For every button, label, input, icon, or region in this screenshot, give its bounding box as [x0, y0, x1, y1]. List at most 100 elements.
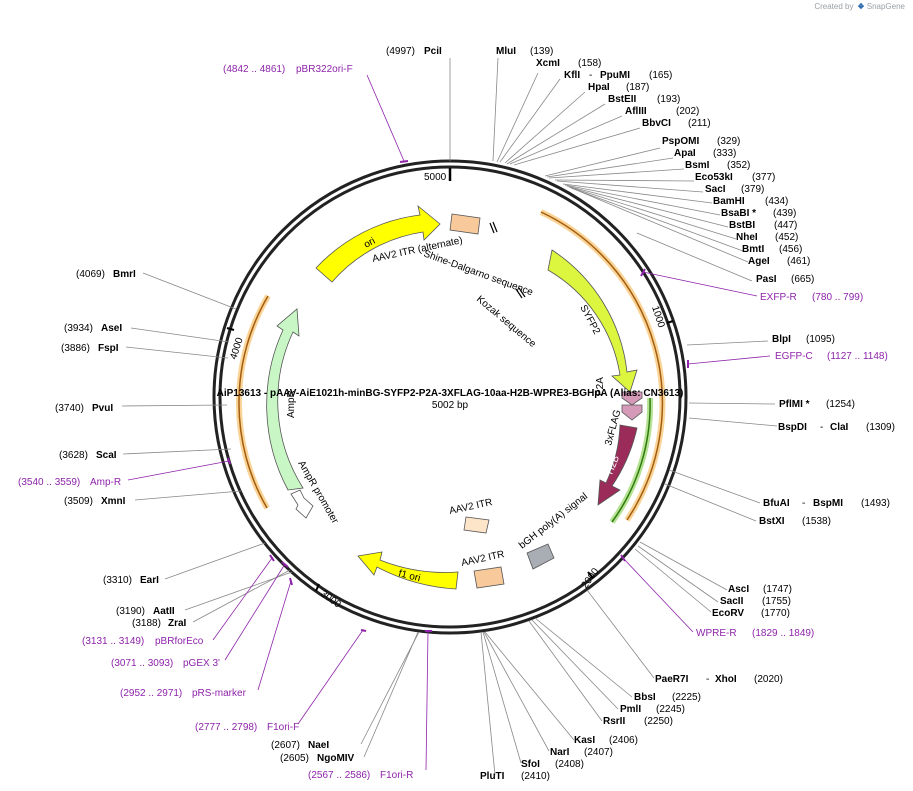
feature-shine-dalgarno-mark[interactable] — [492, 221, 498, 233]
enzyme-name[interactable]: SacI — [705, 184, 726, 195]
enzyme-name[interactable]: Eco53kI — [695, 172, 733, 183]
primer-name[interactable]: pRS-marker — [192, 688, 247, 699]
enzyme-pos: (447) — [774, 220, 797, 231]
enzyme-name[interactable]: AseI — [101, 323, 122, 334]
enzyme-name[interactable]: BbvCI — [642, 118, 671, 129]
enzyme-name[interactable]: BmtI — [742, 244, 764, 255]
feature-h2b-arrow[interactable] — [597, 424, 638, 506]
feature-ampr-promoter[interactable] — [290, 489, 314, 519]
enzyme-pos: (456) — [779, 244, 802, 255]
enzyme-name[interactable]: NaeI — [308, 740, 329, 751]
enzyme-name[interactable]: NgoMIV — [317, 753, 355, 764]
enzyme-name[interactable]: KasI — [574, 735, 595, 746]
enzyme-name[interactable]: BlpI — [772, 334, 791, 345]
enzyme-name[interactable]: BamHI — [713, 196, 745, 207]
enzyme-pos: (3188) — [132, 618, 161, 629]
enzyme-name[interactable]: PvuI — [92, 403, 113, 414]
enzyme-pos: (3310) — [103, 575, 132, 586]
enzyme-name[interactable]: RsrII — [603, 716, 625, 727]
enzyme-name[interactable]: AatII — [153, 606, 175, 617]
primer-name[interactable]: EXFP-R — [760, 292, 797, 303]
enzyme-name[interactable]: BbsI — [634, 692, 656, 703]
primer-name[interactable]: F1ori-F — [267, 722, 299, 733]
enzyme-name[interactable]: AflIII — [625, 106, 647, 117]
enzyme-name[interactable]: BsaBI * — [721, 208, 756, 219]
enzyme-name[interactable]: BstBI — [729, 220, 755, 231]
enzyme-name[interactable]: BfuAI — [763, 498, 790, 509]
primer-range: (4842 .. 4861) — [223, 64, 285, 75]
primer-range: (2952 .. 2971) — [120, 688, 182, 699]
enzyme-pos: (1254) — [826, 399, 855, 410]
enzyme-name[interactable]: PaeR7I — [655, 674, 689, 685]
enzyme-name-alt[interactable]: XhoI — [715, 674, 737, 685]
enzyme-name-alt[interactable]: BspMI — [813, 498, 843, 509]
enzyme-name[interactable]: BstXI — [759, 516, 785, 527]
enzyme-pos: (1309) — [866, 422, 895, 433]
enzyme-name[interactable]: SfoI — [521, 759, 540, 770]
feature-ori-arrow[interactable] — [315, 204, 441, 283]
feature-ampr-arrow[interactable] — [266, 308, 304, 491]
primer-name[interactable]: Amp-R — [90, 477, 121, 488]
enzyme-pos: (439) — [773, 208, 796, 219]
enzyme-name[interactable]: BsmI — [685, 160, 710, 171]
enzyme-labels: (4997) PciI MluI (139) XcmI (158) KflI -… — [55, 46, 895, 782]
feature-aav2-itr-middle[interactable] — [463, 516, 490, 534]
enzyme-name[interactable]: BmrI — [113, 269, 136, 280]
enzyme-name[interactable]: PflMI * — [779, 399, 810, 410]
feature-shine-dalgarno-mark-2 — [489, 222, 495, 234]
enzyme-name[interactable]: ApaI — [674, 148, 696, 159]
feature-aav2-itr-lower-label: AAV2 ITR — [460, 549, 505, 569]
enzyme-name[interactable]: ScaI — [96, 450, 117, 461]
enzyme-name[interactable]: AscI — [728, 584, 749, 595]
enzyme-name[interactable]: EcoRV — [712, 608, 744, 619]
enzyme-pos: (2020) — [754, 674, 783, 685]
enzyme-name[interactable]: HpaI — [588, 82, 610, 93]
enzyme-name[interactable]: PciI — [424, 46, 442, 57]
feature-aav2-itr-alternate[interactable] — [449, 213, 481, 235]
enzyme-separator: - — [589, 70, 592, 81]
primer-range: (2567 .. 2586) — [308, 770, 370, 781]
feature-3xflag-arrow[interactable] — [621, 404, 643, 421]
enzyme-name[interactable]: SacII — [720, 596, 744, 607]
enzyme-name[interactable]: FspI — [98, 343, 119, 354]
enzyme-pos: (3886) — [61, 343, 90, 354]
enzyme-pos: (139) — [530, 46, 553, 57]
enzyme-name-alt[interactable]: ClaI — [830, 422, 849, 433]
feature-aav2-itr-lower[interactable] — [473, 566, 505, 589]
enzyme-name[interactable]: PspOMI — [662, 136, 699, 147]
plasmid-title: AiP13613 - pAAV-AiE1021h-minBG-SYFP2-P2A… — [217, 388, 684, 399]
primer-name[interactable]: F1ori-R — [380, 770, 413, 781]
enzyme-name[interactable]: MluI — [496, 46, 516, 57]
primer-name[interactable]: EGFP-C — [775, 351, 813, 362]
enzyme-name-alt[interactable]: PpuMI — [600, 70, 630, 81]
enzyme-pos: (158) — [578, 58, 601, 69]
enzyme-name[interactable]: PmlI — [620, 704, 641, 715]
primer-name[interactable]: WPRE-R — [696, 628, 737, 639]
enzyme-name[interactable]: BspDI — [778, 422, 807, 433]
enzyme-name[interactable]: BstEII — [608, 94, 637, 105]
enzyme-name[interactable]: ZraI — [168, 618, 187, 629]
enzyme-name[interactable]: EarI — [140, 575, 159, 586]
enzyme-name[interactable]: PasI — [756, 274, 777, 285]
primer-labels: (4842 .. 4861) pBR322ori-F EXFP-R (780 .… — [18, 64, 888, 781]
feature-kozak-mark[interactable] — [515, 288, 523, 299]
feature-f1-ori-arrow[interactable] — [357, 551, 459, 590]
enzyme-name[interactable]: KflI — [564, 70, 580, 81]
enzyme-pos: (3628) — [59, 450, 88, 461]
tick-1000 — [666, 320, 674, 324]
enzyme-pos: (2245) — [656, 704, 685, 715]
feature-bgh-polya[interactable] — [526, 543, 555, 570]
enzyme-name[interactable]: PluTI — [480, 771, 505, 782]
primer-name[interactable]: pBR322ori-F — [296, 64, 353, 75]
enzyme-name[interactable]: AgeI — [748, 256, 770, 267]
enzyme-name[interactable]: NarI — [550, 747, 570, 758]
orange-arc-left-core — [238, 295, 269, 509]
feature-p2a-arrow[interactable] — [621, 391, 643, 406]
enzyme-name[interactable]: NheI — [736, 232, 758, 243]
enzyme-name[interactable]: XmnI — [101, 496, 126, 507]
enzyme-pos: (1538) — [802, 516, 831, 527]
primer-name[interactable]: pGEX 3' — [183, 658, 220, 669]
enzyme-separator: - — [802, 498, 805, 509]
enzyme-name[interactable]: XcmI — [536, 58, 560, 69]
primer-name[interactable]: pBRforEco — [155, 636, 204, 647]
